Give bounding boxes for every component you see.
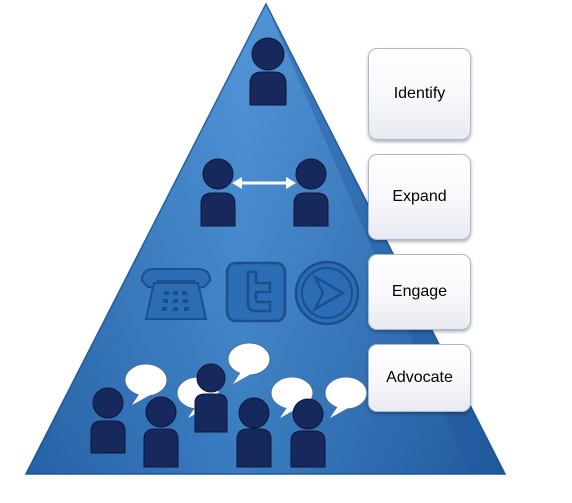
advocate-person-icon [90,387,126,454]
advocate-crowd [90,363,326,468]
expand-person-right-icon [293,158,329,227]
stage-label-engage: Engage [368,254,471,330]
stage-label-identify: Identify [368,48,471,140]
advocate-person-icon [194,363,228,433]
advocate-person-icon [143,396,179,468]
telephone-icon [140,268,212,320]
twitter-icon [225,261,287,323]
identify-person-icon [249,37,287,106]
double-arrow-icon [232,177,296,189]
stage-label-expand: Expand [368,154,471,240]
stage-label-advocate: Advocate [368,344,471,412]
advocate-person-icon [236,397,272,468]
expand-person-left-icon [200,158,236,227]
play-icon [294,260,360,326]
advocate-person-icon [290,398,326,468]
